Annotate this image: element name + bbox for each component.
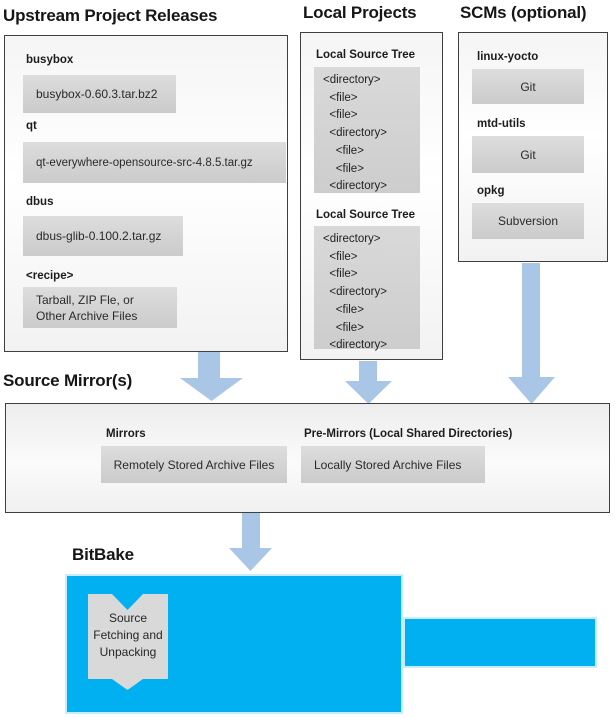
local-source-tree-label: Local Source Tree	[316, 209, 416, 221]
local-projects-title: Local Projects	[303, 3, 417, 22]
upstream-item-label: dbus	[26, 196, 54, 208]
mirrors-label: Mirrors	[106, 428, 146, 440]
local-source-tree-listing: <directory> <file> <file> <directory> <f…	[314, 226, 420, 351]
upstream-releases-box: busybox busybox-0.60.3.tar.bz2 qt qt-eve…	[4, 35, 288, 352]
scm-item-value: Git	[472, 69, 584, 104]
upstream-item-label: busybox	[26, 54, 74, 66]
source-fetching-label: Source Fetching and Unpacking	[93, 611, 163, 659]
scm-item-value: Git	[472, 136, 584, 173]
down-arrow-icon	[508, 263, 555, 404]
upstream-item-value: qt-everywhere-opensource-src-4.8.5.tar.g…	[23, 142, 286, 183]
local-source-tree-listing: <directory> <file> <file> <directory> <f…	[314, 67, 420, 193]
ribbon-shape	[88, 594, 168, 690]
premirrors-label: Pre-Mirrors (Local Shared Directories)	[304, 428, 513, 440]
upstream-item-label: qt	[26, 120, 37, 132]
bitbake-title: BitBake	[72, 545, 134, 564]
source-mirrors-title: Source Mirror(s)	[3, 371, 133, 390]
down-arrow-icon	[229, 513, 272, 571]
upstream-item-value: dbus-glib-0.100.2.tar.gz	[23, 216, 183, 256]
scm-item-value: Subversion	[472, 203, 584, 239]
upstream-item-value: busybox-0.60.3.tar.bz2	[23, 75, 176, 113]
upstream-releases-title: Upstream Project Releases	[3, 6, 218, 25]
scm-item-label: linux-yocto	[477, 51, 539, 63]
local-projects-box: Local Source Tree <directory> <file> <fi…	[300, 32, 443, 360]
scm-item-label: opkg	[477, 185, 505, 197]
down-arrow-icon	[345, 361, 392, 404]
upstream-item-label: <recipe>	[26, 270, 74, 282]
local-source-tree-label: Local Source Tree	[316, 49, 416, 61]
upstream-item-value: Tarball, ZIP Fle, or Other Archive Files	[23, 287, 177, 328]
source-mirrors-box: Mirrors Remotely Stored Archive Files Pr…	[5, 403, 610, 513]
scm-item-label: mtd-utils	[477, 118, 526, 130]
scms-title: SCMs (optional)	[460, 3, 587, 22]
mirrors-value: Remotely Stored Archive Files	[101, 446, 287, 483]
bitbake-output-bar	[403, 617, 597, 668]
scms-box: linux-yocto Git mtd-utils Git opkg Subve…	[458, 32, 608, 262]
premirrors-value: Locally Stored Archive Files	[301, 446, 485, 483]
down-arrow-icon	[180, 352, 243, 401]
